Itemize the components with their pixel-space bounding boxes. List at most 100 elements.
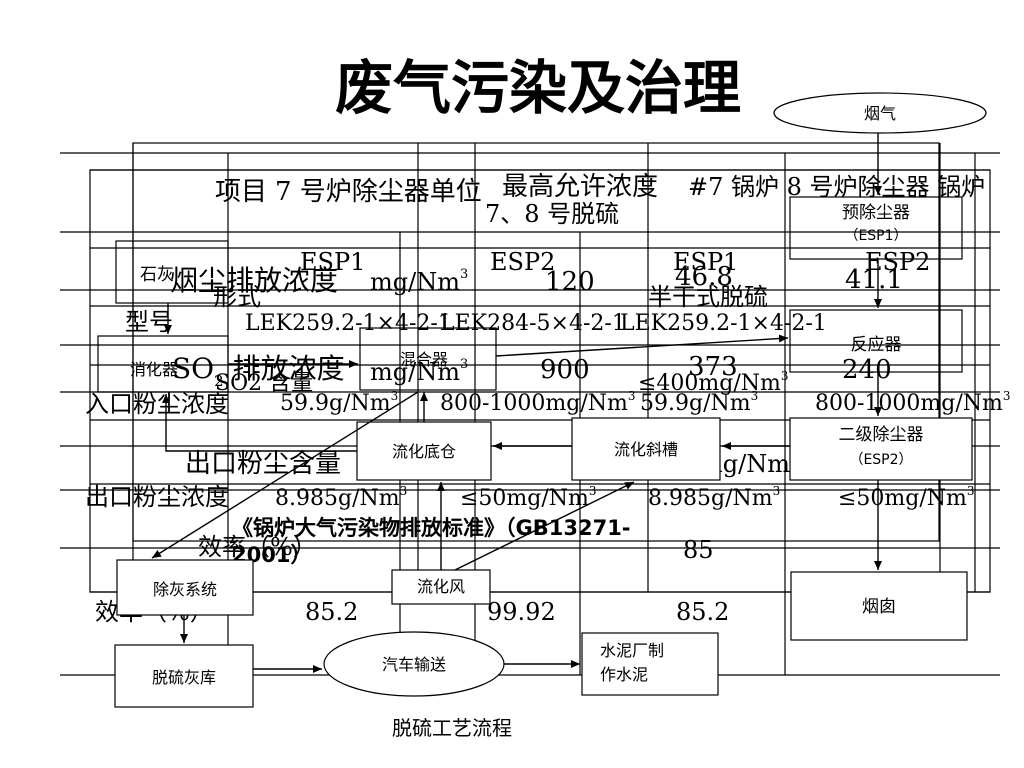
row-so2-unit-text: mg/Nm — [370, 358, 460, 386]
header-limit: 最高允许浓度 — [502, 172, 658, 202]
node-second-dust-label-2: （ESP2） — [849, 452, 912, 468]
row-dust-unit: mg/Nm3 — [370, 267, 468, 296]
outlet-2: ≤50mg/Nm3 — [460, 484, 597, 511]
header-desulf: 7、8 号脱硫 — [485, 200, 619, 228]
outlet-3-sup: 3 — [773, 484, 781, 498]
model-2: LEK284-5×4-2-1 — [440, 311, 626, 336]
outlet-3-text: 8.985g/Nm — [648, 486, 773, 511]
outlet-1: 8.985g/Nm3 — [275, 484, 407, 511]
eff-1: 85.2 — [305, 598, 358, 626]
inlet-4-sup: 3 — [1003, 389, 1011, 403]
node-ash-removal-label: 除灰系统 — [153, 580, 217, 599]
outlet-2-text: ≤50mg/Nm — [460, 486, 589, 511]
node-flue-gas-label: 烟气 — [864, 104, 896, 123]
model-label: 型号 — [125, 308, 173, 336]
node-second-dust — [789, 417, 973, 481]
arrow-mixer-to-reactor — [495, 334, 789, 357]
node-reactor-label: 反应器 — [851, 335, 902, 355]
outlet-4-text: ≤50mg/Nm — [838, 486, 967, 511]
node-ash-store — [114, 644, 254, 708]
row-eff-mid-value: 85 — [683, 536, 714, 564]
node-chimney — [790, 571, 968, 641]
inlet-3-sup: 3 — [751, 389, 759, 403]
flow-diagram: 烟气 预除尘器 （ESP1） 反应器 二级除尘器 （ESP2） 烟囱 石灰 消化… — [97, 92, 987, 708]
node-cement — [581, 632, 719, 696]
row-outdust-label: 出口粉尘含量 — [185, 449, 341, 479]
row-so2-label-tail: 排放浓度 — [224, 352, 345, 385]
inlet-1: 59.9g/Nm3 — [280, 389, 398, 416]
header-item: 项目 — [215, 177, 267, 207]
row-dust-unit-sup: 3 — [460, 267, 468, 282]
table-b: ESP1 ESP2 ESP1 ESP2 形式 半干式脱硫 型号 LEK259.2… — [85, 248, 1011, 626]
row-dust-limit: 120 — [545, 267, 595, 297]
node-ash-store-label: 脱硫灰库 — [152, 668, 216, 687]
outlet-2-sup: 3 — [589, 484, 597, 498]
header-unit: 7 号炉除尘器单位 — [275, 177, 482, 207]
row-dust-v8: 41.1 — [845, 265, 903, 295]
node-mixer — [359, 327, 497, 391]
inlet-2-sup: 3 — [628, 389, 636, 403]
esp-3: ESP1 — [673, 248, 738, 276]
node-truck-label: 汽车输送 — [382, 655, 446, 674]
arrow-air-to-chute — [454, 481, 635, 571]
inlet-3-text: 59.9g/Nm — [640, 391, 751, 416]
standard-reference: 《锅炉大气污染物排放标准》（GB13271- 2001） — [232, 516, 631, 567]
row-so2-limit: 900 — [540, 355, 590, 385]
inlet-4: 800-1000mg/Nm3 — [815, 389, 1011, 416]
arrow-bin-to-slaking — [162, 394, 357, 452]
eff-3: 85.2 — [676, 598, 729, 626]
inlet-mid: ≤400mg/Nm3 — [638, 369, 789, 396]
flow-arrows — [151, 133, 882, 673]
header-boiler: #7 锅炉 8 号炉除尘器 锅炉 — [688, 173, 985, 201]
node-pre-dust-label-1: 预除尘器 — [842, 203, 910, 223]
outlet-label: 出口粉尘浓度 — [85, 483, 229, 511]
node-reactor — [789, 309, 963, 373]
model-3: LEK259.2-1×4-2-1 — [620, 311, 827, 336]
row-dust-label: 烟尘排放浓度 — [170, 264, 338, 297]
outlet-4-sup: 3 — [967, 484, 975, 498]
outlet-1-sup: 3 — [400, 484, 408, 498]
outlet-1-text: 8.985g/Nm — [275, 486, 400, 511]
inlet-2-text: 800-1000mg/Nm — [440, 391, 628, 416]
inlet-1-text: 59.9g/Nm — [280, 391, 391, 416]
inlet-1-sup: 3 — [391, 389, 399, 403]
type-label: 形式 — [213, 283, 261, 311]
outlet-3: 8.985g/Nm3 — [648, 484, 780, 511]
node-cement-label-2: 作水泥 — [600, 665, 648, 684]
node-fluid-chute-label: 流化斜槽 — [614, 440, 678, 459]
node-second-dust-label-1: 二级除尘器 — [839, 425, 924, 445]
type-value: 半干式脱硫 — [648, 283, 768, 311]
row-so2-label-text: SO — [172, 352, 214, 385]
inlet-4-text: 800-1000mg/Nm — [815, 391, 1003, 416]
outlet-4: ≤50mg/Nm3 — [838, 484, 975, 511]
slide-title: 废气污染及治理 — [335, 54, 741, 122]
node-pre-dust-label-2: （ESP1） — [844, 228, 907, 244]
row-so2-label: SO2 排放浓度 — [172, 352, 345, 390]
row-dust-v7: 46.8 — [675, 262, 733, 292]
node-fluid-chute — [571, 417, 721, 481]
node-limestone — [115, 240, 229, 304]
standard-line-1: 《锅炉大气污染物排放标准》（GB13271- — [232, 516, 631, 540]
row-so2-unit-sup: 3 — [460, 357, 468, 372]
row-eff-mid-label: 效率（%） — [198, 533, 317, 561]
model-1: LEK259.2-1×4-2-1 — [245, 311, 452, 336]
diagram-caption: 脱硫工艺流程 — [392, 716, 512, 740]
row-dust-unit-text: mg/Nm — [370, 268, 460, 296]
table-a: 项目 7 号炉除尘器单位 最高允许浓度 #7 锅炉 8 号炉除尘器 锅炉 7、8… — [170, 172, 985, 564]
inlet-label: 入口粉尘浓度 — [85, 390, 229, 418]
node-pre-dust — [789, 196, 963, 260]
inlet-so2-label: SO2 含量 — [215, 371, 313, 396]
row-so2-unit: mg/Nm3 — [370, 357, 468, 386]
node-ash-removal — [116, 559, 254, 616]
node-slaking-label: 消化器 — [130, 360, 178, 379]
inlet-mid-text: ≤400mg/Nm — [638, 371, 781, 396]
table-grid — [60, 142, 1000, 676]
esp-2: ESP2 — [490, 248, 555, 276]
eff-2: 99.92 — [487, 598, 556, 626]
inlet-2: 800-1000mg/Nm3 — [440, 389, 636, 416]
node-limestone-label: 石灰 — [140, 265, 174, 285]
esp-4: ESP2 — [865, 248, 930, 276]
row-so2-label-sub: 2 — [214, 372, 224, 390]
row-so2-v8: 240 — [842, 355, 892, 385]
node-chimney-label: 烟囱 — [862, 597, 896, 617]
